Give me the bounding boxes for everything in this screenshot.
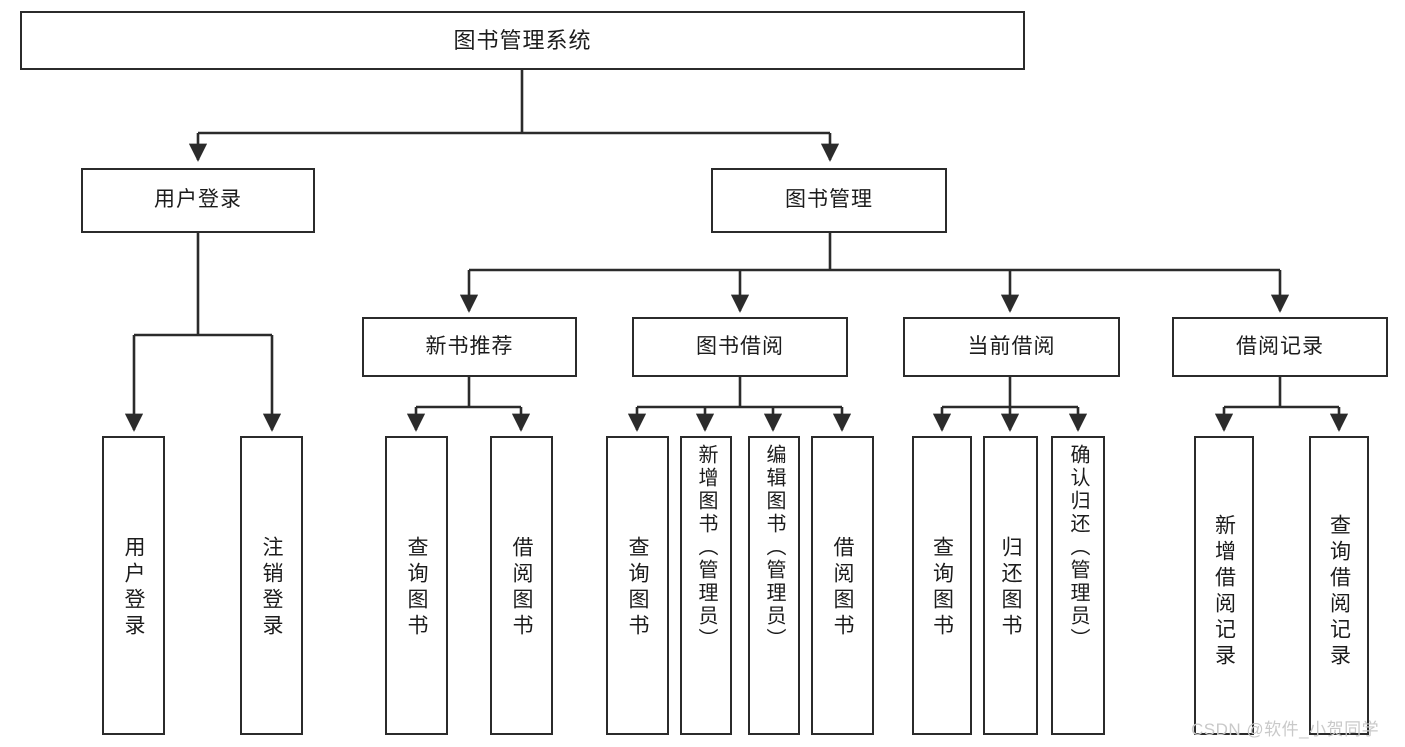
leaf-add-book-label: 新增图书（管理员） <box>695 444 717 651</box>
leaf-edit-book[interactable]: 编辑图书（管理员） <box>748 436 800 735</box>
leaf-confirm-return-label: 确认归还（管理员） <box>1067 444 1089 651</box>
node-book-borrow-label: 图书借阅 <box>696 334 784 358</box>
leaf-query-book-3[interactable]: 查询图书 <box>912 436 972 735</box>
node-book-borrow[interactable]: 图书借阅 <box>632 317 848 377</box>
node-new-book-rec[interactable]: 新书推荐 <box>362 317 577 377</box>
leaf-query-book-1[interactable]: 查询图书 <box>385 436 448 735</box>
leaf-return-book-label: 归还图书 <box>999 536 1022 640</box>
node-book-manage[interactable]: 图书管理 <box>711 168 947 233</box>
node-user-login-label: 用户登录 <box>154 188 242 212</box>
leaf-confirm-return[interactable]: 确认归还（管理员） <box>1051 436 1105 735</box>
leaf-logout-login-label: 注销登录 <box>260 536 283 640</box>
node-new-book-rec-label: 新书推荐 <box>425 334 514 358</box>
node-borrow-record[interactable]: 借阅记录 <box>1172 317 1388 377</box>
node-root[interactable]: 图书管理系统 <box>20 11 1025 70</box>
node-book-manage-label: 图书管理 <box>785 188 873 212</box>
leaf-query-book-2-label: 查询图书 <box>626 536 649 640</box>
leaf-borrow-book-1-label: 借阅图书 <box>510 536 533 640</box>
leaf-return-book[interactable]: 归还图书 <box>983 436 1038 735</box>
leaf-add-book[interactable]: 新增图书（管理员） <box>680 436 732 735</box>
csdn-watermark: CSDN @软件_小贺同学 <box>1191 720 1380 739</box>
node-user-login[interactable]: 用户登录 <box>81 168 315 233</box>
leaf-query-book-1-label: 查询图书 <box>405 536 428 640</box>
node-borrow-record-label: 借阅记录 <box>1236 334 1324 358</box>
leaf-user-login[interactable]: 用户登录 <box>102 436 165 735</box>
node-current-borrow-label: 当前借阅 <box>967 334 1056 358</box>
leaf-add-record[interactable]: 新增借阅记录 <box>1194 436 1254 735</box>
leaf-query-book-2[interactable]: 查询图书 <box>606 436 669 735</box>
leaf-query-book-3-label: 查询图书 <box>930 536 954 640</box>
leaf-borrow-book-1[interactable]: 借阅图书 <box>490 436 553 735</box>
leaf-logout-login[interactable]: 注销登录 <box>240 436 303 735</box>
leaf-query-record[interactable]: 查询借阅记录 <box>1309 436 1369 735</box>
leaf-add-record-label: 新增借阅记录 <box>1212 514 1236 670</box>
leaf-query-record-label: 查询借阅记录 <box>1327 514 1351 670</box>
node-current-borrow[interactable]: 当前借阅 <box>903 317 1120 377</box>
leaf-user-login-label: 用户登录 <box>122 536 145 640</box>
leaf-borrow-book-2[interactable]: 借阅图书 <box>811 436 874 735</box>
leaf-edit-book-label: 编辑图书（管理员） <box>763 444 785 651</box>
leaf-borrow-book-2-label: 借阅图书 <box>831 536 854 640</box>
node-root-label: 图书管理系统 <box>453 27 592 53</box>
